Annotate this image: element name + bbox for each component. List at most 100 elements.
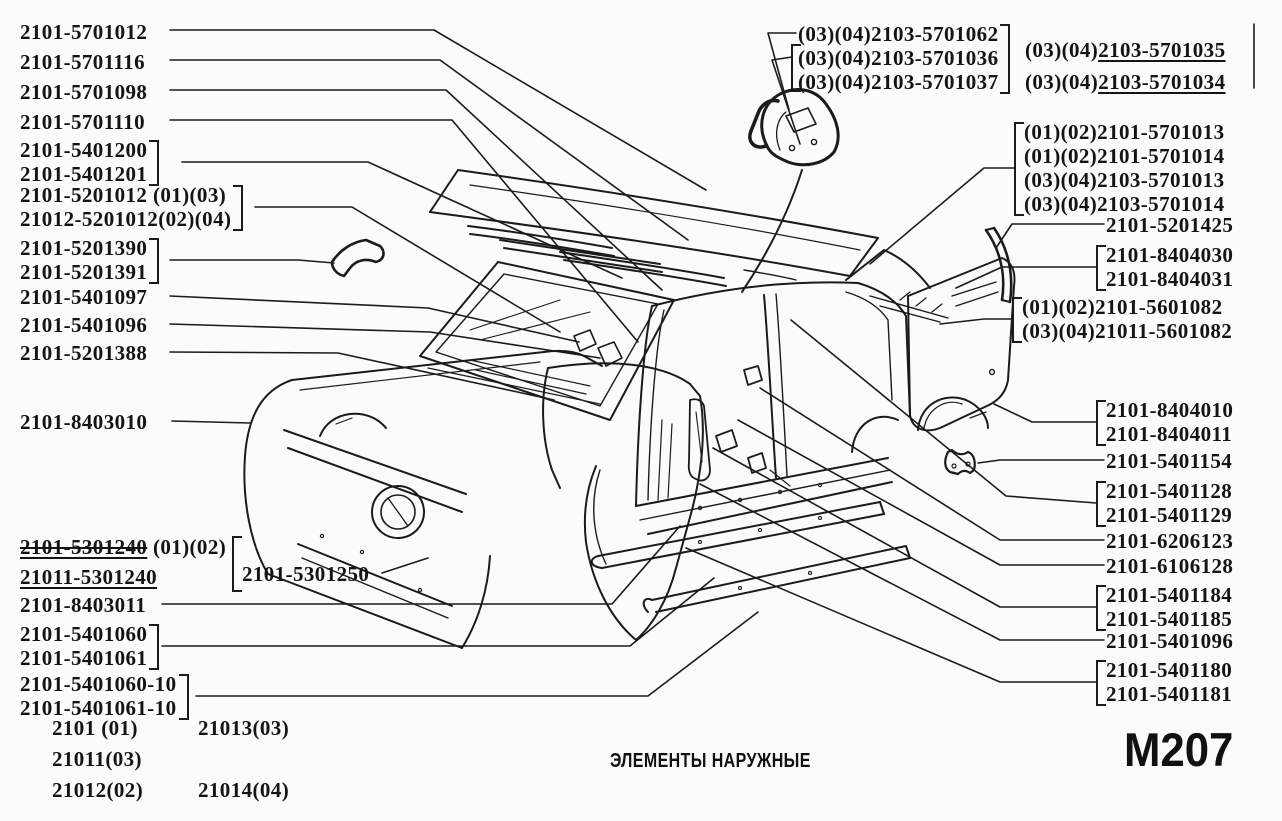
part-number: 2101-8404031 (1106, 267, 1234, 291)
part-variant-codes: (03)(04) (1025, 70, 1099, 94)
bracket (1096, 481, 1106, 527)
part-label-2101-5401154: 2101-5401154 (1106, 449, 1232, 473)
part-number: 2101-5401096 (1106, 629, 1234, 653)
part-number: 2101-5401129 (1106, 503, 1233, 527)
part-number: 2101-6106128 (1106, 554, 1234, 578)
bracket (1000, 24, 1011, 94)
part-number: (03)(04)2103-5701013 (1024, 168, 1225, 192)
part-number: 2101-5401180 (1106, 658, 1233, 682)
part-number: 2101-5201425 (1106, 213, 1234, 237)
part-label-2103-5701034: (03)(04)2103-5701034 (1025, 70, 1225, 94)
part-number: 2101-5201390 (20, 236, 148, 260)
part-label-2103-5701062-group: (03)(04)2103-5701062 (03)(04)2103-570103… (791, 22, 1011, 94)
legend-item-21013: 21013(03) (198, 716, 290, 740)
part-label-2101-5401128-group: 2101-5401128 2101-5401129 (1096, 479, 1233, 527)
part-label-2101-5701116: 2101-5701116 (20, 50, 145, 74)
part-label-2101-6106128: 2101-6106128 (1106, 554, 1233, 578)
part-number: 2101-8403010 (20, 410, 148, 434)
rear-window-corner-part (748, 88, 840, 167)
bracket (178, 674, 189, 720)
part-label-2101-5401184-group: 2101-5401184 2101-5401185 (1096, 583, 1233, 631)
rocker-sill-strips (590, 501, 911, 613)
part-number: 2101-6206123 (1106, 529, 1234, 553)
part-number: 2101-8404011 (1106, 422, 1233, 446)
side-frame (635, 281, 911, 535)
part-label-2103-5701035: (03)(04)2103-5701035 (1025, 38, 1225, 62)
bracket (1096, 660, 1106, 706)
rear-quarter-panel (907, 257, 1016, 432)
part-number: 2101-5401200 (20, 138, 148, 162)
bracket (1096, 400, 1106, 446)
part-label-2101-5301250: 2101-5301250 (232, 536, 369, 592)
bracket (232, 536, 242, 592)
part-label-2101-8404010-group: 2101-8404010 2101-8404011 (1096, 398, 1233, 446)
part-number: (03)(04)2103-5701062 (798, 22, 999, 46)
part-label-2101-5401200-group: 2101-5401200 2101-5401201 (20, 138, 160, 186)
part-label-2101-8403011: 2101-8403011 (20, 593, 146, 617)
windshield-frame (419, 261, 675, 421)
roof-panel (429, 169, 999, 323)
part-number: 2101-5401181 (1106, 682, 1233, 706)
part-label-2101-5401060-group: 2101-5401060 2101-5401061 (20, 622, 160, 670)
front-clip (243, 349, 704, 649)
part-number: 2101-5401096 (20, 313, 148, 337)
part-number: (01)(02)2101-5601082 (1022, 295, 1223, 319)
trim-strip-5201425 (984, 226, 1013, 304)
part-label-2101-5201425: 2101-5201425 (1106, 213, 1233, 237)
page-code: М207 (1124, 723, 1234, 776)
part-number: 2101-5201391 (20, 260, 148, 284)
leader-lines (161, 23, 1255, 697)
part-number: 2101-5401184 (1106, 583, 1233, 607)
part-label-2101-5701110: 2101-5701110 (20, 110, 145, 134)
part-number: (03)(04)2103-5701036 (798, 46, 999, 70)
diagram-caption: ЭЛЕМЕНТЫ НАРУЖНЫЕ (610, 750, 811, 772)
part-number: 2101-5701116 (20, 50, 145, 74)
part-number: 2101-8404030 (1106, 243, 1234, 267)
bracket (233, 185, 244, 231)
part-number: 2101-5401097 (20, 285, 148, 309)
bracket (791, 44, 801, 92)
part-label-2101-5301240-superseded: 2101-5301240 (01)(02) (20, 535, 226, 559)
part-number: 2103-5701034 (1098, 70, 1226, 94)
part-number: (03)(04)2103-5701014 (1024, 192, 1225, 216)
part-number: 2101-5201012 (01)(03) (20, 183, 227, 207)
part-number: 2101-5401185 (1106, 607, 1233, 631)
part-number: 2101-5701110 (20, 110, 145, 134)
part-label-2101-5401180-group: 2101-5401180 2101-5401181 (1096, 658, 1233, 706)
legend-item-21011: 21011(03) (52, 747, 142, 771)
part-number: (03)(04)2103-5701037 (798, 70, 999, 94)
bracket (149, 624, 160, 670)
part-label-2101-5701012: 2101-5701012 (20, 20, 147, 44)
part-label-2101-8404030-group: 2101-8404030 2101-8404031 (1096, 243, 1234, 291)
part-label-2101-5401096-left: 2101-5401096 (20, 313, 147, 337)
part-number: 21011-5301240 (20, 565, 158, 589)
bracket-part-5201390 (330, 238, 385, 278)
part-number: 2101-5401061-10 (20, 696, 177, 720)
part-label-2101-5401097: 2101-5401097 (20, 285, 147, 309)
legend-item-21014: 21014(04) (198, 778, 290, 802)
part-label-5701013-group: (01)(02)2101-5701013 (01)(02)2101-570101… (1014, 120, 1225, 216)
part-number: 2101-5401061 (20, 646, 148, 670)
bracket (1096, 585, 1106, 631)
part-number: (03)(04)21011-5601082 (1022, 319, 1233, 343)
part-label-2101-5201012-group: 2101-5201012 (01)(03) 21012-5201012(02)(… (20, 183, 244, 231)
part-label-2101-5701098: 2101-5701098 (20, 80, 147, 104)
part-label-2101-5401060-10-group: 2101-5401060-10 2101-5401061-10 (20, 672, 189, 720)
part-number: 2101-5401128 (1106, 479, 1233, 503)
part-label-2101-8403010: 2101-8403010 (20, 410, 147, 434)
part-number: 2101-5201388 (20, 341, 148, 365)
legend-item-2101: 2101 (01) (52, 716, 138, 740)
part-label-2101-5201388: 2101-5201388 (20, 341, 147, 365)
part-variant-codes: (01)(02) (147, 535, 227, 559)
legend-item-21012: 21012(02) (52, 778, 144, 802)
part-label-2101-5401096-right: 2101-5401096 (1106, 629, 1233, 653)
part-label-2101-6206123: 2101-6206123 (1106, 529, 1233, 553)
part-number: 2101-5401201 (20, 162, 148, 186)
part-number: 2101-5701012 (20, 20, 148, 44)
bracket-part-5401154 (944, 448, 976, 476)
part-number: 2101-8403011 (20, 593, 147, 617)
part-variant-codes: (03)(04) (1025, 38, 1099, 62)
part-number: 2101-5401060-10 (20, 672, 177, 696)
